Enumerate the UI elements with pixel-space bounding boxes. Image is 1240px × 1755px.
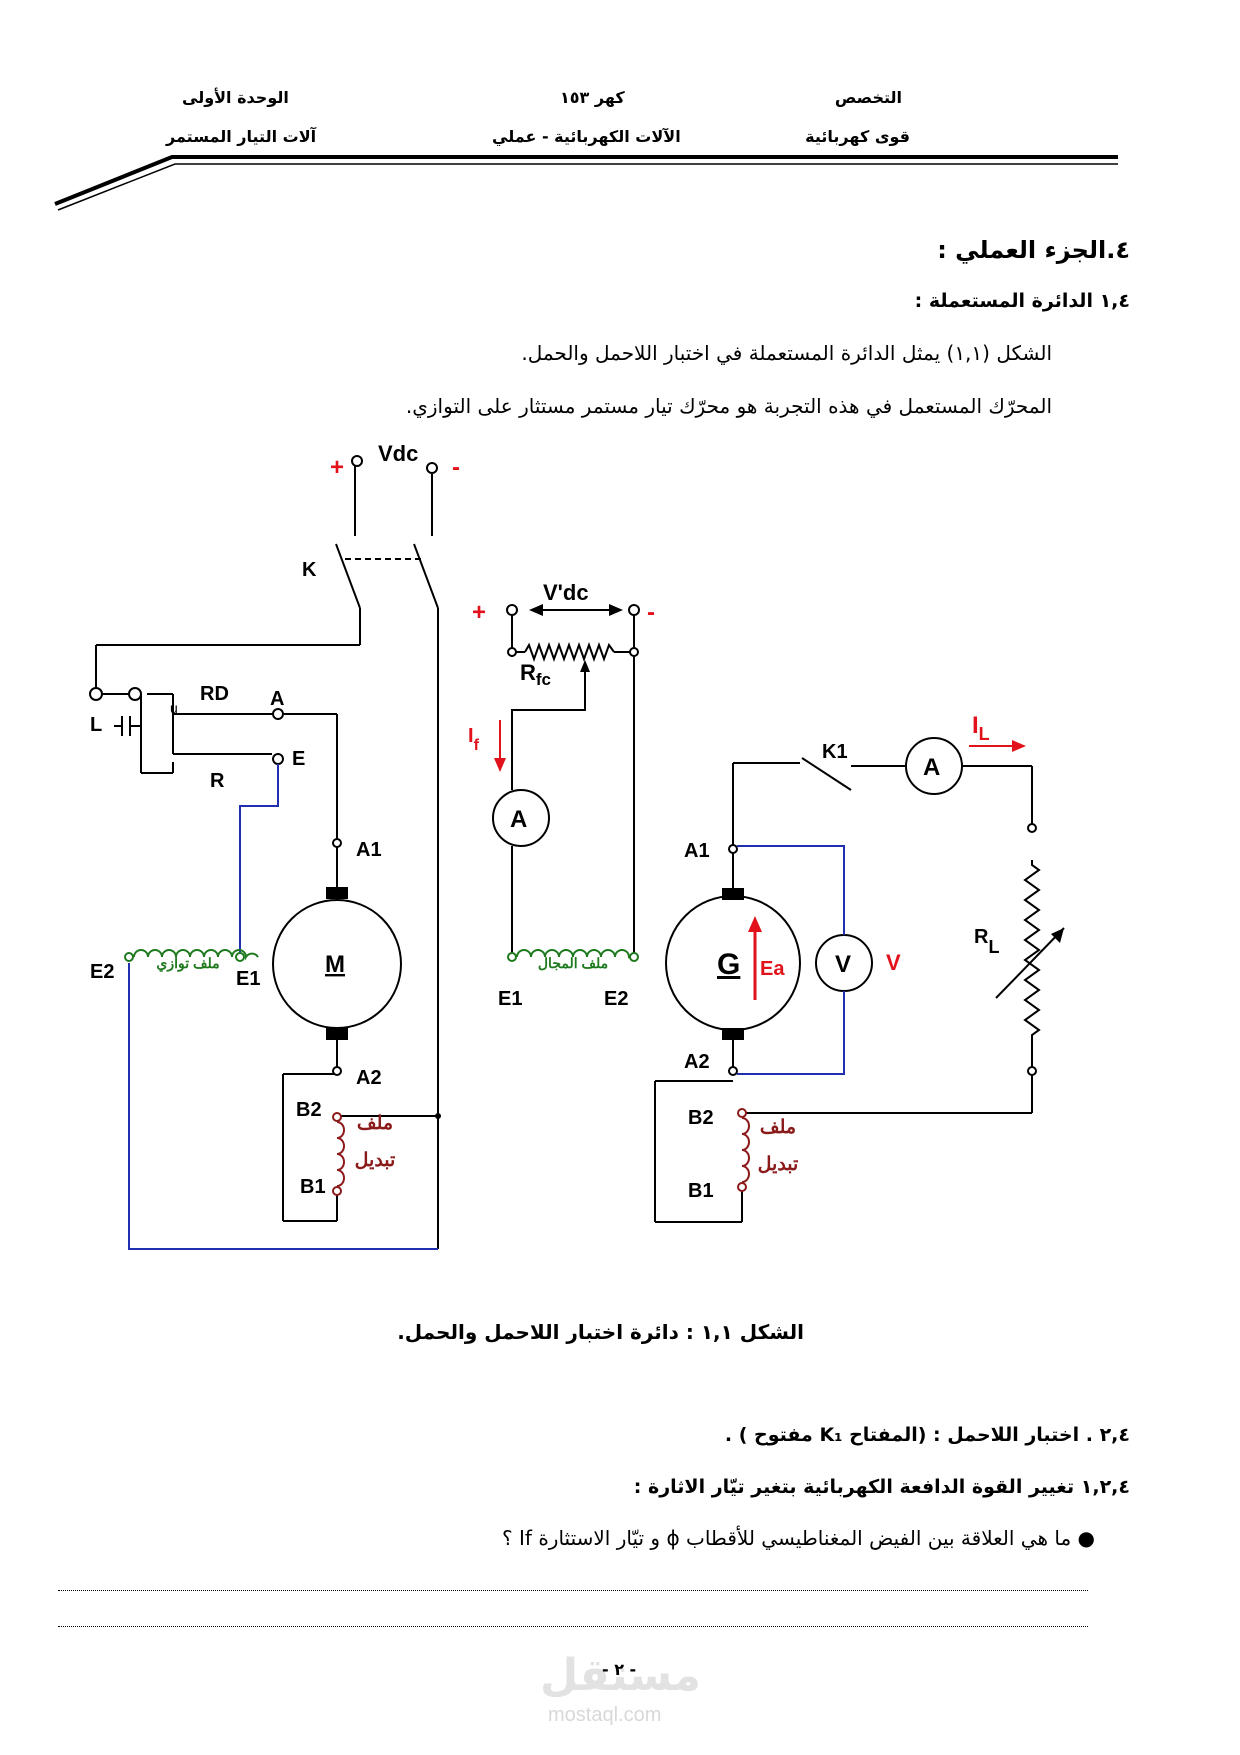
- field-coil-label: ملف المجال: [538, 955, 608, 971]
- field-plus-label: +: [472, 599, 486, 626]
- ea-label: Ea: [760, 958, 785, 980]
- generator-a1-label: A1: [684, 840, 710, 862]
- watermark-arabic: مستقل: [540, 1650, 701, 1701]
- motor-shunt-coil-label: ملف توازي: [156, 955, 219, 972]
- motor-a1-label: A1: [356, 839, 382, 861]
- rd-label: RD: [200, 683, 229, 705]
- rfc-label: Rfc: [520, 660, 551, 689]
- generator-b1-label: B1: [688, 1180, 714, 1202]
- header-unit-title: آلات التيار المستمر: [166, 127, 317, 146]
- rl-label: RL: [974, 926, 999, 957]
- generator-g-label: G: [717, 948, 740, 981]
- il-label: IL: [972, 712, 990, 744]
- v-label: V: [886, 950, 901, 975]
- generator-b2-label: B2: [688, 1107, 714, 1129]
- load-ammeter-label: A: [923, 754, 940, 781]
- answer-line-1: [58, 1590, 1088, 1591]
- motor-b2-label: B2: [296, 1099, 322, 1121]
- item-emf-variation: ١,٢,٤ تغيير القوة الدافعة الكهربائية بتغ…: [633, 1476, 1130, 1498]
- motor-commutating-label-1: ملف: [357, 1113, 393, 1134]
- switch-k-label: K: [302, 559, 317, 581]
- k1-label: K1: [822, 741, 848, 763]
- vpdc-label: V'dc: [543, 580, 589, 605]
- generator-a2-label: A2: [684, 1051, 710, 1073]
- motor-e1-label: E1: [236, 968, 260, 990]
- a-terminal-label: A: [270, 688, 284, 710]
- question-bullet: ● ما هي العلاقة بين الفيض المغناطيسي للأ…: [502, 1526, 1095, 1550]
- e-terminal-label: E: [292, 748, 305, 770]
- generator-commutating-label-1: ملف: [760, 1117, 796, 1138]
- field-minus-label: -: [647, 599, 655, 626]
- generator-commutating-label-2: تبديل: [758, 1154, 799, 1175]
- voltmeter-label: V: [835, 951, 851, 978]
- circuit-diagram: + - Vdc K L u RD A E R A1 A2 B2 B1 E2 E1…: [89, 441, 1065, 1250]
- motor-e2-label: E2: [90, 961, 114, 983]
- figure-caption: الشكل ١,١ : دائرة اختبار اللاحمل والحمل.: [397, 1320, 804, 1344]
- answer-line-2: [58, 1626, 1088, 1627]
- motor-b1-label: B1: [300, 1176, 326, 1198]
- header-rule: [54, 155, 1118, 211]
- watermark-english: mostaql.com: [548, 1704, 662, 1726]
- field-e1-label: E1: [498, 988, 522, 1010]
- vdc-label: Vdc: [378, 441, 418, 466]
- r-label: R: [210, 770, 225, 792]
- motor-m-label: M: [325, 951, 345, 978]
- header-course-code: كهر ١٥٣: [560, 88, 625, 107]
- supply-plus-label: +: [330, 454, 344, 481]
- header-unit: الوحدة الأولى: [182, 88, 289, 107]
- motor-commutating-label-2: تبديل: [355, 1150, 396, 1171]
- field-ammeter-label: A: [510, 806, 527, 833]
- section-paragraph-1: الشكل (١,١) يمثل الدائرة المستعملة في اخ…: [521, 341, 1052, 365]
- u-label: u: [170, 700, 178, 716]
- section-subtitle: ١,٤ الدائرة المستعملة :: [914, 290, 1130, 312]
- section-paragraph-2: المحرّك المستعمل في هذه التجربة هو محرّك…: [405, 394, 1052, 418]
- if-label: If: [468, 725, 480, 754]
- header-specialty-value: قوى كهربائية: [805, 127, 910, 146]
- motor-a2-label: A2: [356, 1067, 382, 1089]
- supply-minus-label: -: [452, 454, 460, 481]
- section-title: ٤.الجزء العملي :: [937, 236, 1130, 264]
- header-specialty: التخصص: [834, 88, 902, 107]
- field-e2-label: E2: [604, 988, 628, 1010]
- l-label: L: [90, 714, 102, 736]
- item-no-load-test: ٢,٤ . اختبار اللاحمل : (المفتاح K₁ مفتوح…: [724, 1424, 1130, 1446]
- header-course-title: الآلات الكهربائية - عملي: [492, 127, 681, 146]
- page-number: - ٢ -: [602, 1660, 637, 1679]
